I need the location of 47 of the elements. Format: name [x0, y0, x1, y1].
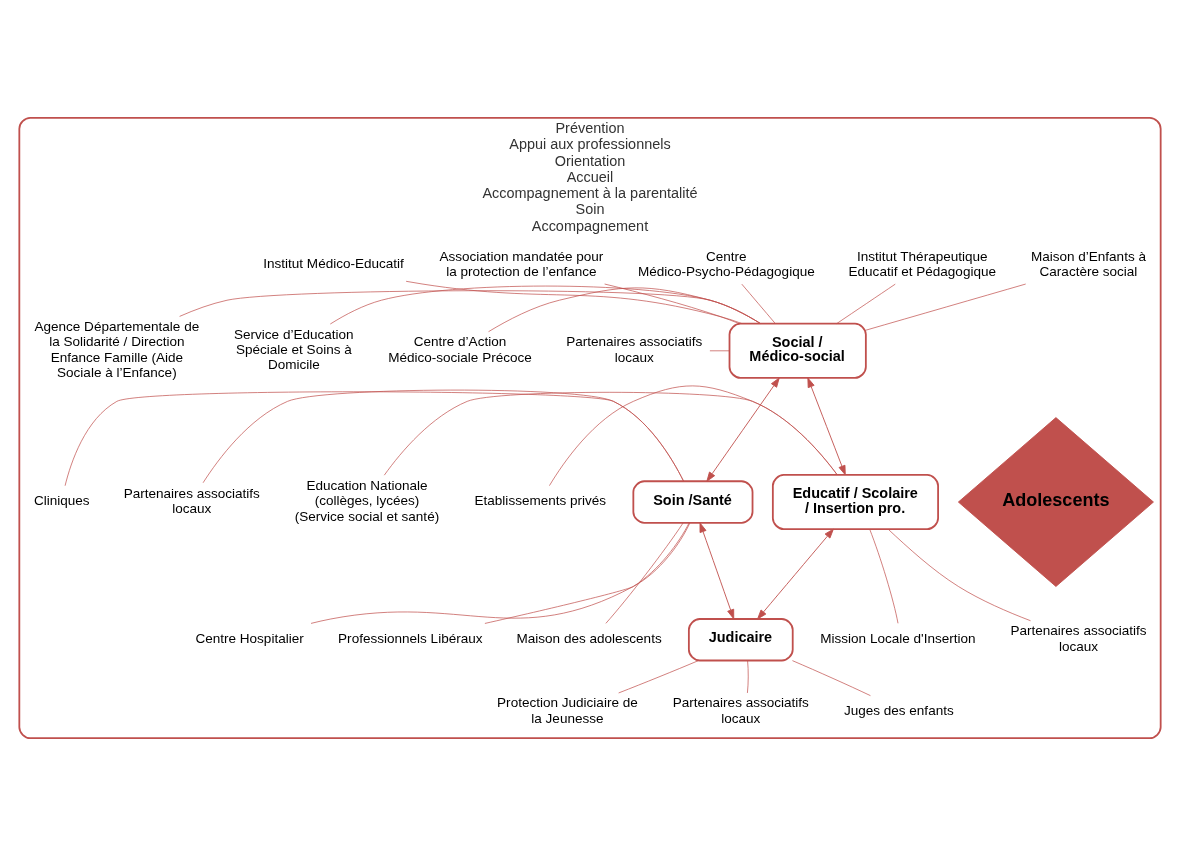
node-box: Social / Médico-social [728, 322, 867, 379]
connector [618, 660, 699, 694]
connector [836, 283, 896, 324]
connector [747, 660, 749, 694]
node-text: Partenaires associatifs locaux [566, 334, 703, 365]
node-text: Juges des enfants [843, 703, 954, 719]
node-box: Educatif / Scolaire / Insertion pro. [771, 474, 939, 531]
connector [741, 283, 776, 324]
connector [869, 528, 899, 624]
arrow [706, 377, 780, 482]
node-text: Institut Thérapeutique Educatif et Pédagogique [848, 248, 997, 279]
arrow [807, 377, 846, 476]
connector [484, 522, 690, 624]
node-text: Partenaires associatifs locaux [672, 695, 809, 726]
node-text: Education Nationale (collèges, lycées) (Service social et santé) [294, 477, 440, 524]
connector [865, 283, 1027, 331]
node-text: Centre Médico-Psycho-Pédagogique [637, 248, 815, 279]
node-text: Partenaires associatifs locaux [123, 485, 260, 516]
connector [887, 529, 1031, 622]
node-text: Centre d’Action Médico-sociale Précoce [388, 334, 532, 365]
node-text: Maison des adolescents [516, 630, 662, 646]
arrow [757, 528, 834, 620]
node-text: Cliniques [33, 493, 90, 509]
node-text: Service d’Education Spéciale et Soins à Domicile [234, 326, 354, 373]
connector [792, 660, 871, 696]
node-text: Association mandatée pour la protection de l’enfance [439, 248, 604, 279]
arrow [699, 522, 735, 620]
node-text: Partenaires associatifs locaux [1010, 623, 1147, 654]
connector [64, 391, 684, 487]
node-text: Institut Médico-Educatif [263, 256, 404, 272]
node-text: Agence Départementale de la Solidarité / Direction Enfance Famille (Aide Sociale à l’Enfance) [34, 318, 200, 380]
node-text: Professionnels Libéraux [338, 630, 483, 646]
node-box: Judicaire [687, 618, 794, 662]
connector [549, 385, 838, 486]
node-box: Soin /Santé [632, 480, 754, 524]
connector [310, 522, 691, 624]
node-text: Centre Hospitalier [195, 630, 304, 646]
connector [405, 280, 743, 324]
connector [179, 290, 761, 324]
connector [709, 350, 730, 352]
connector [604, 283, 740, 324]
node-text: Etablissements privés [474, 493, 607, 509]
node-text: Protection Judiciaire de la Jeunesse [497, 695, 638, 726]
node-text: Maison d’Enfants à Caractère social [1030, 248, 1146, 279]
node-text: Mission Locale d'Insertion [820, 630, 976, 646]
node-diamond: Adolescents [957, 417, 1154, 587]
connector [605, 522, 684, 624]
